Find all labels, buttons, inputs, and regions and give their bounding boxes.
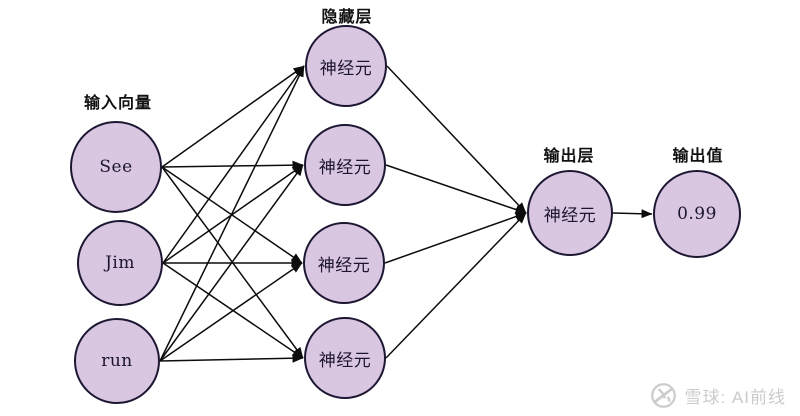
node-hidden-1: 神经元 bbox=[305, 25, 387, 107]
node-input-run: run bbox=[74, 318, 160, 404]
edge-input-see-to-hidden-1 bbox=[161, 65, 305, 168]
watermark-text: 雪球: AI前线 bbox=[684, 388, 786, 407]
node-hidden-4: 神经元 bbox=[304, 317, 386, 399]
edge-hidden-4-to-output-neuron bbox=[385, 212, 527, 359]
input-layer-label: 输入向量 bbox=[83, 95, 153, 112]
edge-hidden-3-to-output-neuron bbox=[384, 212, 527, 264]
edge-input-run-to-hidden-2 bbox=[159, 164, 304, 362]
node-input-jim: Jim bbox=[77, 220, 163, 306]
edge-output-neuron-to-output-value bbox=[612, 209, 653, 219]
edge-hidden-2-to-output-neuron bbox=[385, 164, 527, 214]
edge-input-jim-to-hidden-1 bbox=[162, 65, 305, 264]
edge-input-jim-to-hidden-2 bbox=[162, 164, 304, 264]
node-hidden-2: 神经元 bbox=[304, 124, 386, 206]
node-output-value: 0.99 bbox=[653, 170, 741, 258]
xueqiu-logo-icon bbox=[651, 383, 677, 408]
node-output-neuron: 神经元 bbox=[527, 170, 613, 256]
output-value-label: 输出值 bbox=[672, 148, 724, 165]
edge-input-run-to-hidden-4 bbox=[159, 353, 304, 363]
output-layer-label: 输出层 bbox=[543, 148, 595, 165]
edge-input-run-to-hidden-1 bbox=[159, 65, 305, 362]
edge-input-run-to-hidden-3 bbox=[159, 262, 303, 362]
watermark: 雪球: AI前线 bbox=[650, 382, 786, 409]
node-input-see: See bbox=[70, 121, 162, 213]
hidden-layer-label: 隐藏层 bbox=[321, 9, 373, 26]
edge-hidden-1-to-output-neuron bbox=[386, 65, 527, 214]
node-hidden-3: 神经元 bbox=[303, 222, 385, 304]
edge-lines-group bbox=[159, 65, 653, 363]
